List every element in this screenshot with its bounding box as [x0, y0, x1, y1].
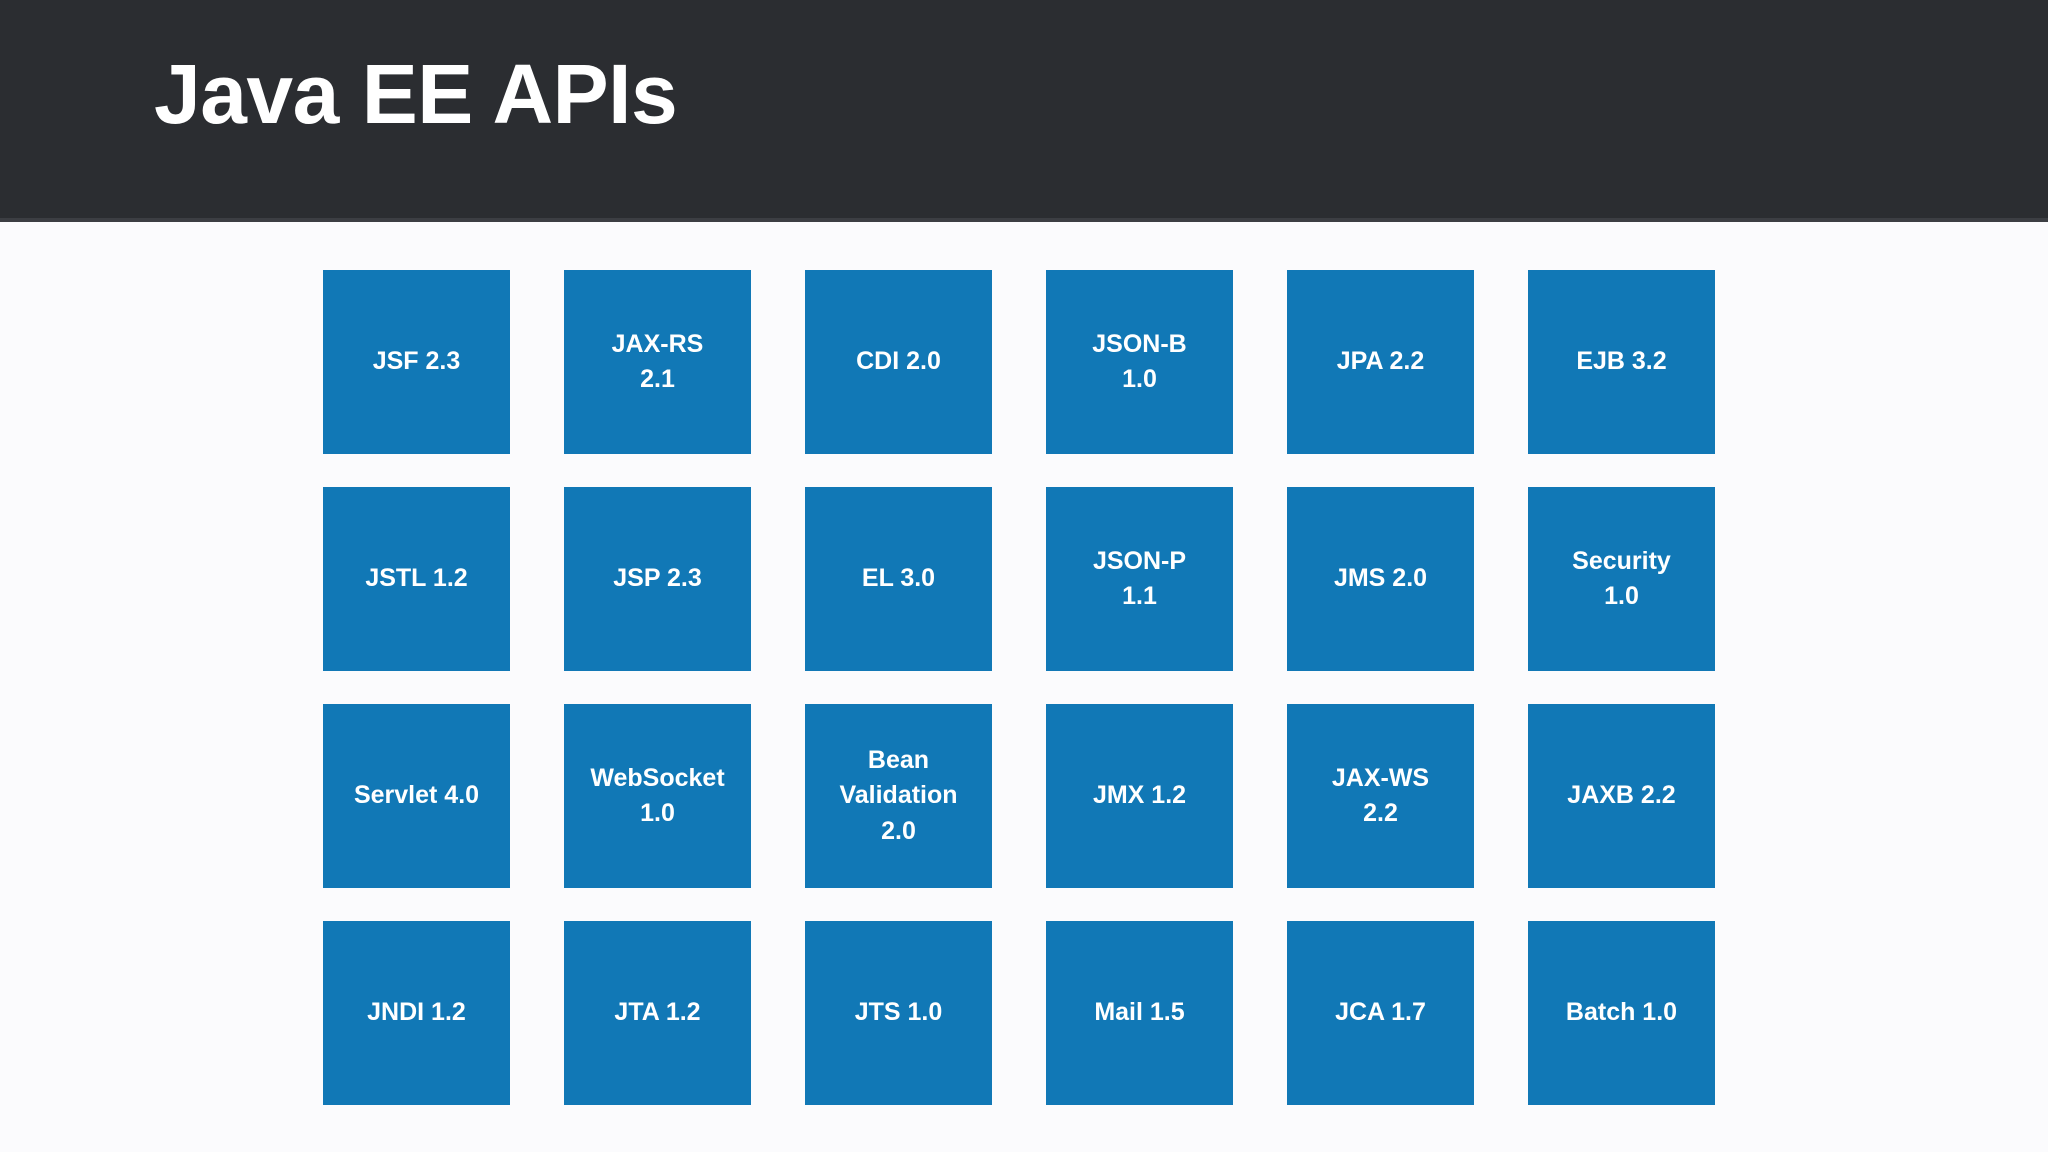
api-tile-jsp[interactable]: JSP 2.3 — [564, 487, 751, 671]
api-tile-ejb[interactable]: EJB 3.2 — [1528, 270, 1715, 454]
api-tile-jaxb[interactable]: JAXB 2.2 — [1528, 704, 1715, 888]
api-tile-label: WebSocket 1.0 — [590, 763, 725, 828]
api-tile-jca[interactable]: JCA 1.7 — [1287, 921, 1474, 1105]
api-tile-label: JAXB 2.2 — [1567, 781, 1676, 810]
api-tile-jndi[interactable]: JNDI 1.2 — [323, 921, 510, 1105]
api-tile-bean-validation[interactable]: Bean Validation 2.0 — [805, 704, 992, 888]
api-tile-label: JTS 1.0 — [854, 998, 943, 1027]
api-tile-label: Bean Validation 2.0 — [839, 745, 958, 845]
header-bar: Java EE APIs — [0, 0, 2048, 222]
api-tile-label: CDI 2.0 — [856, 347, 941, 376]
api-tile-label: JTA 1.2 — [614, 998, 701, 1027]
api-tile-json-b[interactable]: JSON-B 1.0 — [1046, 270, 1233, 454]
api-tile-jax-rs[interactable]: JAX-RS 2.1 — [564, 270, 751, 454]
api-tile-mail[interactable]: Mail 1.5 — [1046, 921, 1233, 1105]
api-tile-label: Mail 1.5 — [1094, 998, 1185, 1027]
api-tile-jpa[interactable]: JPA 2.2 — [1287, 270, 1474, 454]
api-tile-label: JAX-RS 2.1 — [611, 329, 704, 394]
api-tile-label: Batch 1.0 — [1565, 998, 1678, 1027]
api-tile-label: Security 1.0 — [1572, 546, 1671, 611]
api-tile-label: JSF 2.3 — [372, 347, 461, 376]
api-tile-label: Servlet 4.0 — [353, 781, 480, 810]
api-tile-jta[interactable]: JTA 1.2 — [564, 921, 751, 1105]
api-tile-label: JSP 2.3 — [613, 564, 702, 593]
api-tile-jsf[interactable]: JSF 2.3 — [323, 270, 510, 454]
api-tile-el[interactable]: EL 3.0 — [805, 487, 992, 671]
api-tile-batch[interactable]: Batch 1.0 — [1528, 921, 1715, 1105]
api-tile-jax-ws[interactable]: JAX-WS 2.2 — [1287, 704, 1474, 888]
api-tile-security[interactable]: Security 1.0 — [1528, 487, 1715, 671]
api-tile-label: JPA 2.2 — [1336, 347, 1425, 376]
api-tile-cdi[interactable]: CDI 2.0 — [805, 270, 992, 454]
api-tile-jmx[interactable]: JMX 1.2 — [1046, 704, 1233, 888]
api-tile-servlet[interactable]: Servlet 4.0 — [323, 704, 510, 888]
api-tile-websocket[interactable]: WebSocket 1.0 — [564, 704, 751, 888]
api-tile-label: JMX 1.2 — [1092, 781, 1187, 810]
api-tile-jstl[interactable]: JSTL 1.2 — [323, 487, 510, 671]
api-tile-label: JNDI 1.2 — [367, 998, 466, 1027]
header-divider — [0, 218, 2048, 222]
api-tile-label: EL 3.0 — [861, 564, 936, 593]
api-tile-label: EJB 3.2 — [1576, 347, 1667, 376]
api-tile-label: JMS 2.0 — [1333, 564, 1428, 593]
api-tile-jts[interactable]: JTS 1.0 — [805, 921, 992, 1105]
api-tile-label: JCA 1.7 — [1335, 998, 1426, 1027]
api-tile-label: JAX-WS 2.2 — [1331, 763, 1430, 828]
api-tile-label: JSON-B 1.0 — [1092, 329, 1187, 394]
page-title: Java EE APIs — [154, 47, 678, 141]
api-tile-json-p[interactable]: JSON-P 1.1 — [1046, 487, 1233, 671]
api-tile-jms[interactable]: JMS 2.0 — [1287, 487, 1474, 671]
api-tile-grid: JSF 2.3 JAX-RS 2.1 CDI 2.0 JSON-B 1.0 JPA 2.… — [323, 270, 1715, 1105]
api-tile-label: JSTL 1.2 — [365, 564, 468, 593]
api-tile-label: JSON-P 1.1 — [1092, 546, 1187, 611]
